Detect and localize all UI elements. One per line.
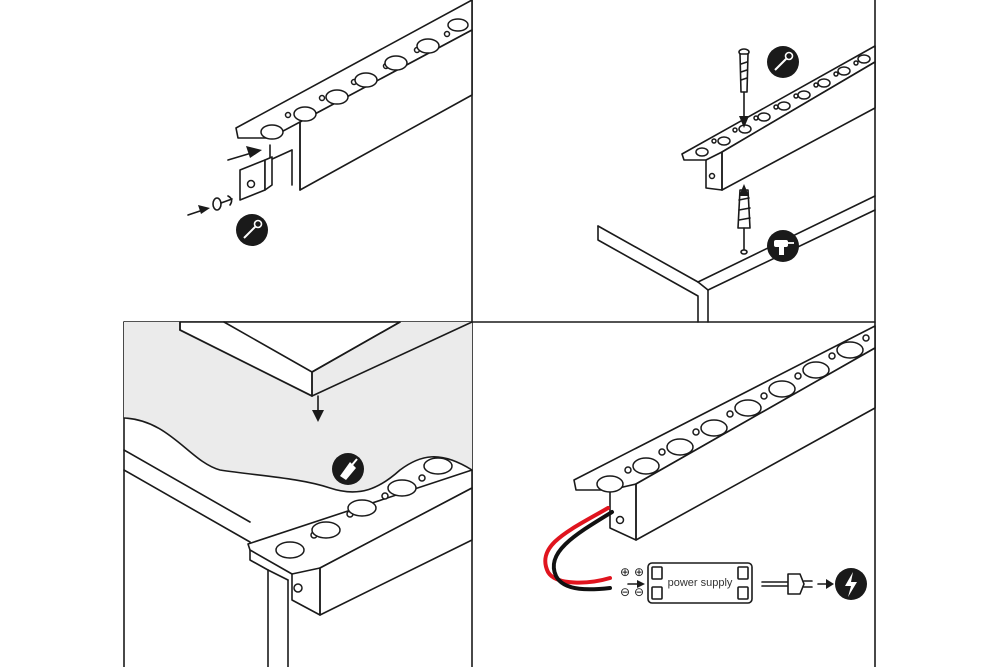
polarity-markers: ⊕ ⊕ ⊖ ⊖: [620, 565, 645, 599]
led-cable: [543, 506, 614, 592]
screwdriver-icon: [767, 46, 799, 78]
step3-profile: [247, 457, 473, 616]
power-supply-label: power supply: [668, 577, 733, 589]
step1-panel: [187, 0, 473, 246]
step4-profile-holes: [596, 334, 870, 493]
drill-icon: [767, 230, 799, 262]
spatula-icon: [332, 453, 364, 485]
step1-profile: [235, 0, 473, 191]
step2-panel: [597, 45, 876, 323]
step3-panel: [123, 321, 473, 667]
step1-profile-holes: [260, 18, 469, 140]
minus-symbol-2: ⊖: [634, 585, 644, 599]
step1-arrows: [187, 146, 262, 216]
step4-panel: ⊕ ⊕ ⊖ ⊖ power supply: [543, 325, 876, 604]
plus-symbol-1: ⊕: [620, 565, 630, 579]
plaster-fill: [124, 322, 472, 492]
lightning-icon: [835, 568, 867, 600]
end-cap-screw: [212, 195, 233, 211]
step2-surface: [597, 195, 876, 323]
step2-profile-holes: [695, 54, 871, 157]
plasterboard: [179, 321, 473, 397]
screwdriver-icon: [236, 214, 268, 246]
mains-plug: [761, 573, 834, 595]
step4-profile: [573, 325, 876, 541]
wall-plug: [737, 184, 751, 255]
step3-profile-holes: [275, 457, 453, 559]
plus-symbol-2: ⊕: [634, 565, 644, 579]
mounting-screw: [738, 48, 750, 128]
step2-profile: [681, 45, 876, 191]
power-supply: power supply: [647, 562, 753, 604]
step3-wall: [249, 549, 289, 667]
end-cap: [239, 156, 273, 201]
step3-arrow: [312, 395, 324, 422]
minus-symbol-1: ⊖: [620, 585, 630, 599]
